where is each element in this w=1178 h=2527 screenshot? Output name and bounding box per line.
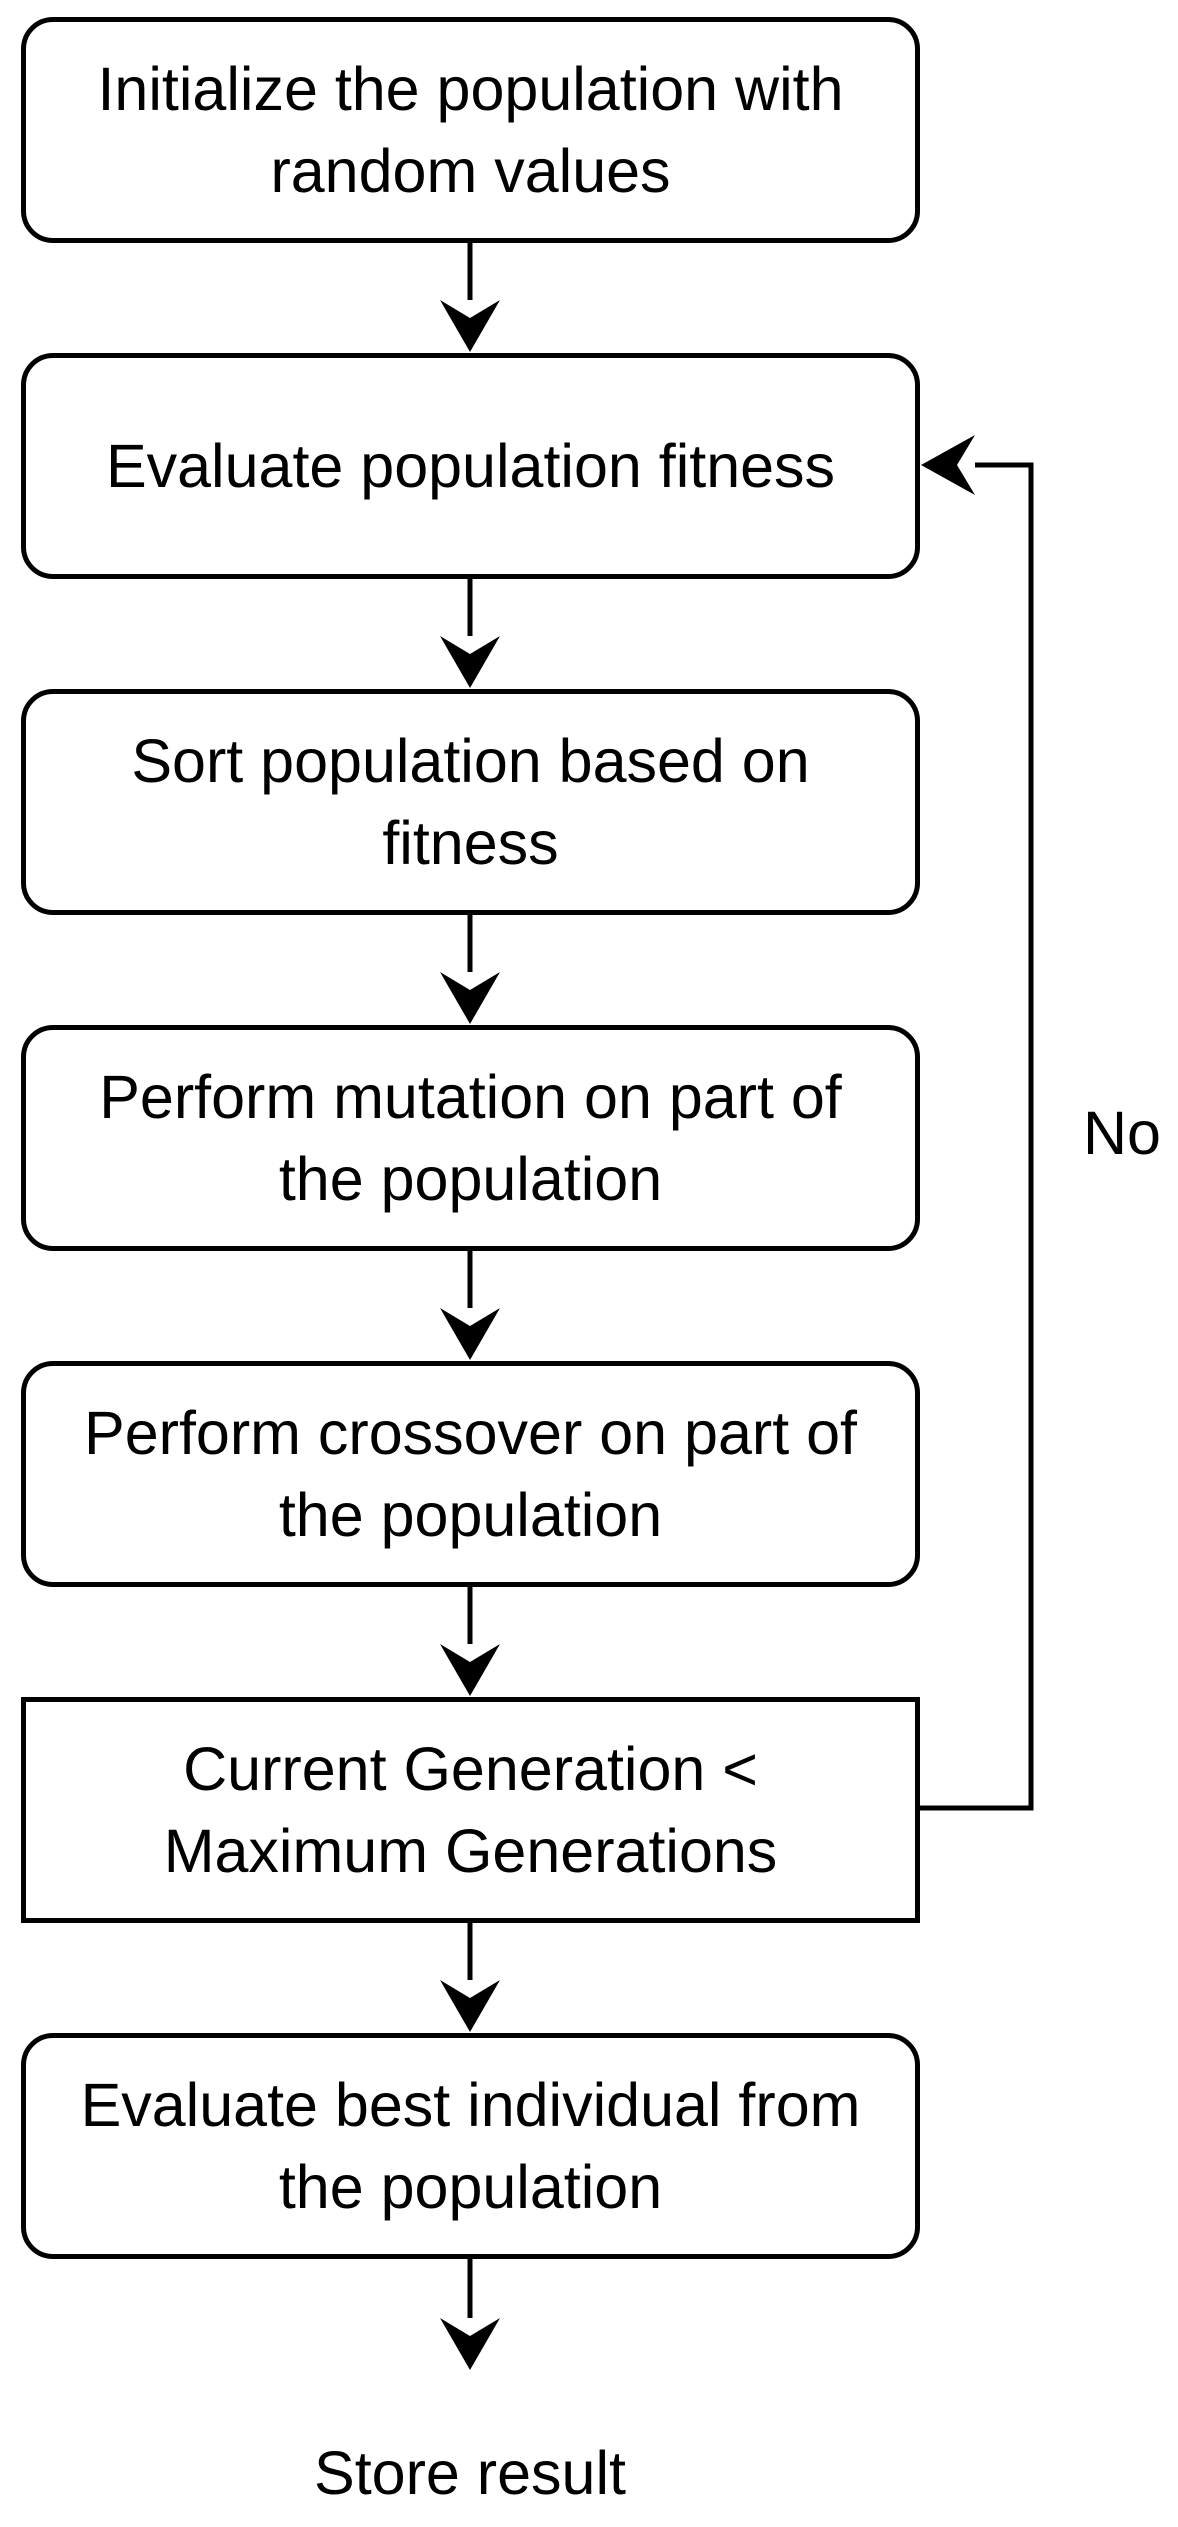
step-sort-population: Sort population based on fitness <box>21 689 920 915</box>
step-sort-line1: Sort population based on <box>131 727 810 795</box>
step-best-line2: the population <box>278 2153 663 2221</box>
step-perform-crossover: Perform crossover on part of the populat… <box>21 1361 920 1587</box>
arrowhead-crossover-to-condition <box>440 1644 500 1696</box>
step-best-line1: Evaluate best individual from <box>80 2071 861 2139</box>
loop-no-connector <box>920 462 1034 1811</box>
condition-line1: Current Generation < <box>183 1735 758 1803</box>
step-initialize-line1: Initialize the population with <box>97 55 844 123</box>
arrowhead-best-to-store <box>440 2318 500 2370</box>
step-mutation-line2: the population <box>278 1145 663 1213</box>
terminal-store-result: Store result <box>314 2439 626 2507</box>
edge-label-no: No <box>1083 1099 1161 1167</box>
step-sort-line2: fitness <box>382 809 559 877</box>
step-initialize-population: Initialize the population with random va… <box>21 17 920 243</box>
arrowhead-loop-to-evaluate <box>921 435 975 495</box>
arrowhead-condition-to-best <box>440 1980 500 2032</box>
arrowhead-mutation-to-crossover <box>440 1308 500 1360</box>
condition-line2: Maximum Generations <box>163 1817 778 1885</box>
step-mutation-line1: Perform mutation on part of <box>99 1063 842 1131</box>
arrowhead-evaluate-to-sort <box>440 636 500 688</box>
arrowhead-init-to-evaluate <box>440 300 500 352</box>
step-crossover-line2: the population <box>278 1481 663 1549</box>
step-evaluate-line1: Evaluate population fitness <box>105 432 836 500</box>
step-initialize-line2: random values <box>270 137 671 205</box>
step-evaluate-fitness: Evaluate population fitness <box>21 353 920 579</box>
step-crossover-line1: Perform crossover on part of <box>84 1399 857 1467</box>
arrowhead-sort-to-mutation <box>440 972 500 1024</box>
step-perform-mutation: Perform mutation on part of the populati… <box>21 1025 920 1251</box>
step-evaluate-best-individual: Evaluate best individual from the popula… <box>21 2033 920 2259</box>
condition-generation-check: Current Generation < Maximum Generations <box>21 1697 920 1923</box>
